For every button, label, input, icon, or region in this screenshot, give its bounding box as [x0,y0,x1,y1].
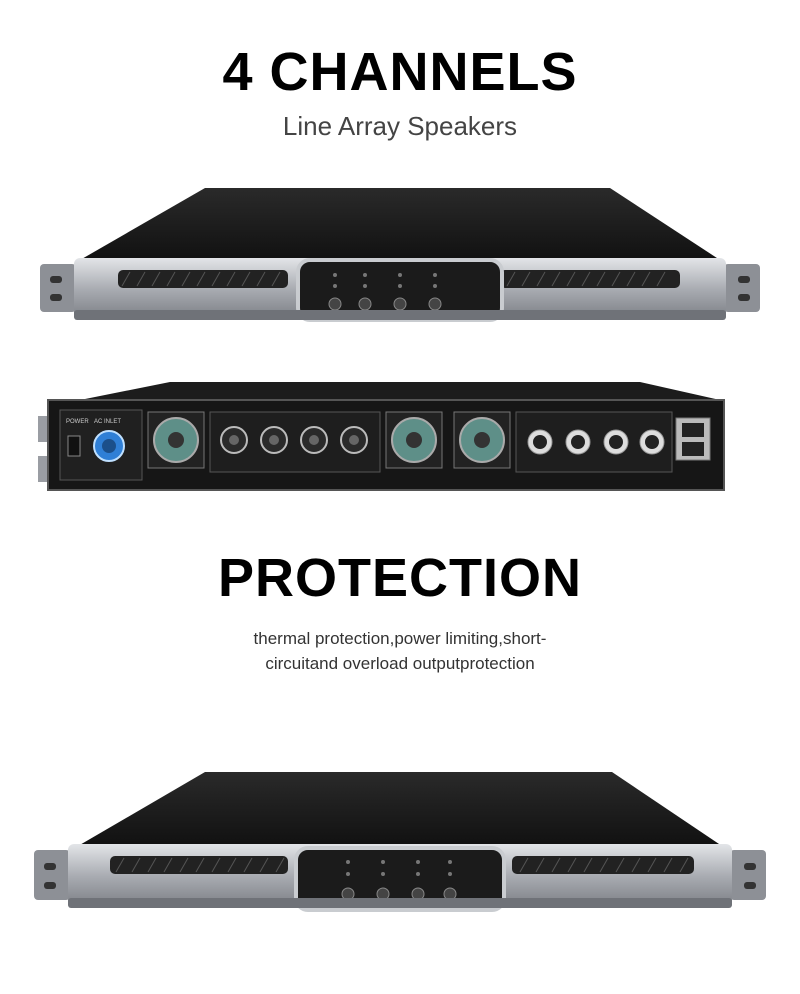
chassis-top-cover [80,188,720,260]
rack-ear-right [724,264,760,312]
section-title-channels: 4 CHANNELS [222,42,578,102]
cooling-fan-1 [147,411,205,469]
protection-description-line-2: circuitand overload outputprotection [265,654,535,673]
rack-ear-left [40,264,76,312]
front-vent-left [118,270,288,288]
rack-ear-right [730,850,766,900]
power-label: POWER [66,419,89,425]
chassis-top-cover [78,772,722,846]
front-vent-right [500,270,680,288]
cooling-fan-2 [385,411,443,469]
chassis-top-edge [80,382,720,400]
protection-description: thermal protection,power limiting,short-… [0,626,800,676]
gain-knob-ch1 [328,297,342,311]
protection-description-line-1: thermal protection,power limiting,short- [253,629,547,648]
gain-knob-ch4 [428,297,442,311]
gain-knob-ch2 [358,297,372,311]
amplifier-front-view-image [0,180,800,340]
amplifier-rear-view-image: POWER AC INLET [0,378,800,498]
amplifier-front-view-image-2 [0,768,800,928]
rack-ear-left [34,850,70,900]
cooling-fan-3 [453,411,511,469]
front-vent-left [110,856,288,874]
gain-knob-ch3 [393,297,407,311]
ac-inlet-label: AC INLET [94,419,121,425]
section-subtitle-line-array: Line Array Speakers [282,111,518,141]
section-title-protection: PROTECTION [217,548,582,608]
front-vent-right [512,856,694,874]
power-switch [67,435,81,457]
